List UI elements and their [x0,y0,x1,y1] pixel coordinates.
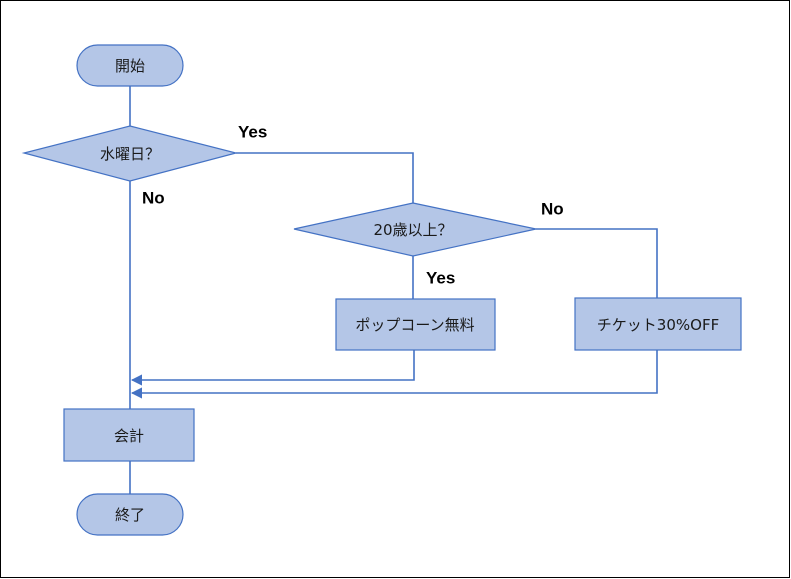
node-label: 会計 [114,427,144,445]
node-is-over-20: 20歳以上？ [293,202,537,257]
node-label: ポップコーン無料 [355,316,474,334]
edge-ticket-to-checkout [130,350,658,399]
node-start: 開始 [76,44,184,87]
process-shape [574,297,742,351]
edge-label-over20-yes: Yes [426,269,455,288]
decision-shape [293,202,537,257]
terminator-shape [76,44,184,87]
process-shape [335,298,496,351]
node-popcorn-free: ポップコーン無料 [335,298,496,351]
edge-label-over20-no: No [541,200,564,219]
node-checkout: 会計 [63,408,195,462]
edge-wednesday-yes [236,152,414,203]
node-label: 開始 [115,57,145,75]
node-label: 終了 [115,506,145,524]
process-shape [63,408,195,462]
node-label: 水曜日？ [100,145,160,163]
node-label: チケット30%OFF [597,316,719,334]
edge-over20-no [536,228,658,298]
edge-popcorn-to-checkout [130,350,415,386]
decision-shape [21,125,239,182]
edge-label-wednesday-no: No [142,189,165,208]
terminator-shape [76,493,184,536]
node-ticket-discount: チケット30%OFF [574,297,742,351]
node-end: 終了 [76,493,184,536]
node-label: 20歳以上？ [373,221,452,239]
edge-label-wednesday-yes: Yes [238,123,267,142]
node-is-wednesday: 水曜日？ [21,125,239,182]
